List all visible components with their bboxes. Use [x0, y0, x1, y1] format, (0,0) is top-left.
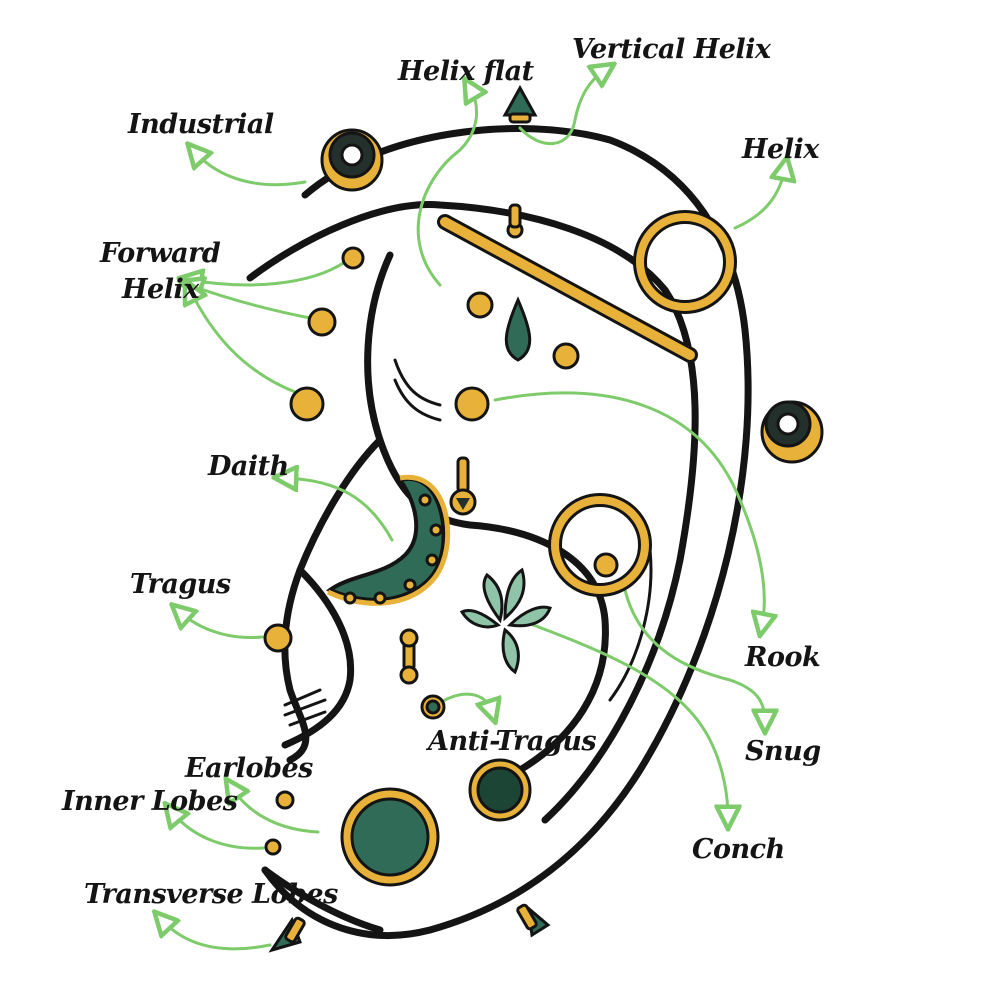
daith-bead-3 — [425, 553, 439, 567]
labels: Helix flat Vertical Helix Industrial Hel… — [61, 34, 821, 910]
helix-flat-spike — [502, 84, 538, 117]
industrial-bar-fill — [440, 217, 695, 360]
ear-shading-3 — [283, 688, 327, 727]
conch-cluster-teardrop — [504, 296, 532, 362]
arrow-forward-helix-2 — [190, 285, 312, 320]
conch-cluster-ball-2 — [552, 342, 580, 370]
ear-outline — [246, 125, 752, 939]
arrow-tragus — [180, 612, 264, 640]
rook-bar-post — [456, 456, 470, 494]
label-industrial: Industrial — [127, 109, 274, 140]
label-conch: Conch — [692, 834, 785, 865]
right-helix-ring-hole — [776, 412, 800, 436]
snug-ring-bead — [593, 552, 619, 578]
arrow-rook — [493, 391, 764, 625]
rook-ball — [454, 386, 490, 422]
label-rook: Rook — [744, 642, 820, 673]
anti-tragus-stud-end — [399, 665, 419, 685]
arrow-conch — [518, 618, 728, 818]
label-inner-lobes: Inner Lobes — [61, 786, 238, 817]
arrow-connectors — [162, 70, 785, 951]
forward-helix-ball-1 — [341, 246, 365, 270]
arrow-inner-lobes — [172, 812, 265, 850]
label-forward-helix-line2: Helix — [121, 274, 200, 305]
ear-lobe-edge — [261, 866, 384, 934]
label-helix-flat: Helix flat — [397, 56, 535, 87]
daith-bead-5 — [373, 591, 387, 605]
label-snug: Snug — [745, 736, 821, 767]
transverse-spike-left-base — [284, 916, 306, 944]
arrow-transverse-lobes — [162, 920, 272, 951]
ear-tragus-edge — [281, 566, 355, 749]
arrow-vertical-helix — [518, 70, 605, 145]
transverse-spike-right-base — [516, 903, 538, 931]
helix-flat-spike-base — [508, 112, 532, 124]
label-forward-helix-line1: Forward — [99, 238, 221, 269]
label-daith: Daith — [207, 451, 289, 482]
forward-helix-ball-3 — [289, 386, 325, 422]
arrow-industrial — [195, 152, 307, 187]
ear-shading-2 — [393, 378, 442, 422]
arrow-anti-tragus — [438, 692, 492, 712]
label-earlobes: Earlobes — [184, 753, 313, 784]
jewelry — [263, 84, 824, 953]
lotus-petal-2 — [503, 567, 526, 622]
tragus-ball — [263, 623, 293, 653]
earlobe-plug-gem — [350, 797, 430, 877]
lotus-petal-3 — [506, 605, 552, 628]
arrow-helix-flat — [416, 88, 476, 287]
daith-bead-2 — [429, 523, 443, 537]
earlobe-stud — [275, 790, 295, 810]
conch-cluster-ball-1 — [466, 291, 494, 319]
conch-plug-gem — [476, 766, 524, 814]
daith-bead-6 — [343, 591, 357, 605]
anti-tragus-gem — [425, 699, 441, 715]
ear-helix-rim — [261, 125, 752, 939]
snug-ring-fill — [551, 496, 649, 594]
industrial-ring-hole — [340, 143, 364, 167]
daith-bead-1 — [418, 493, 432, 507]
lotus-petal-1 — [482, 572, 504, 624]
arrow-daith — [285, 478, 394, 542]
forward-helix-ball-2 — [307, 307, 337, 337]
label-tragus: Tragus — [130, 569, 231, 600]
lotus-petal-5 — [501, 627, 520, 675]
conch-lotus — [459, 567, 552, 675]
arrow-snug — [623, 588, 765, 722]
rook-bar-gem — [456, 498, 470, 510]
arrow-earlobes — [232, 788, 320, 834]
daith-bead-4 — [403, 578, 417, 592]
arrow-helix — [733, 168, 785, 230]
label-anti-tragus: Anti-Tragus — [425, 726, 596, 757]
daith-ornate-border — [326, 474, 451, 606]
anti-tragus-stud-top — [399, 628, 419, 648]
daith-ornate — [326, 476, 446, 602]
ear-shading-1 — [393, 358, 442, 407]
helix-ring-fill — [636, 213, 734, 311]
upper-helix-stud-post — [508, 203, 522, 229]
arrow-forward-helix-1 — [190, 260, 347, 285]
arrow-forward-helix-3 — [190, 290, 297, 394]
label-vertical-helix: Vertical Helix — [572, 34, 772, 65]
lotus-petal-4 — [459, 609, 501, 629]
label-transverse-lobes: Transverse Lobes — [84, 879, 338, 910]
label-helix: Helix — [741, 134, 820, 165]
inner-lobe-stud — [264, 838, 282, 856]
ear-antihelix — [364, 251, 609, 774]
